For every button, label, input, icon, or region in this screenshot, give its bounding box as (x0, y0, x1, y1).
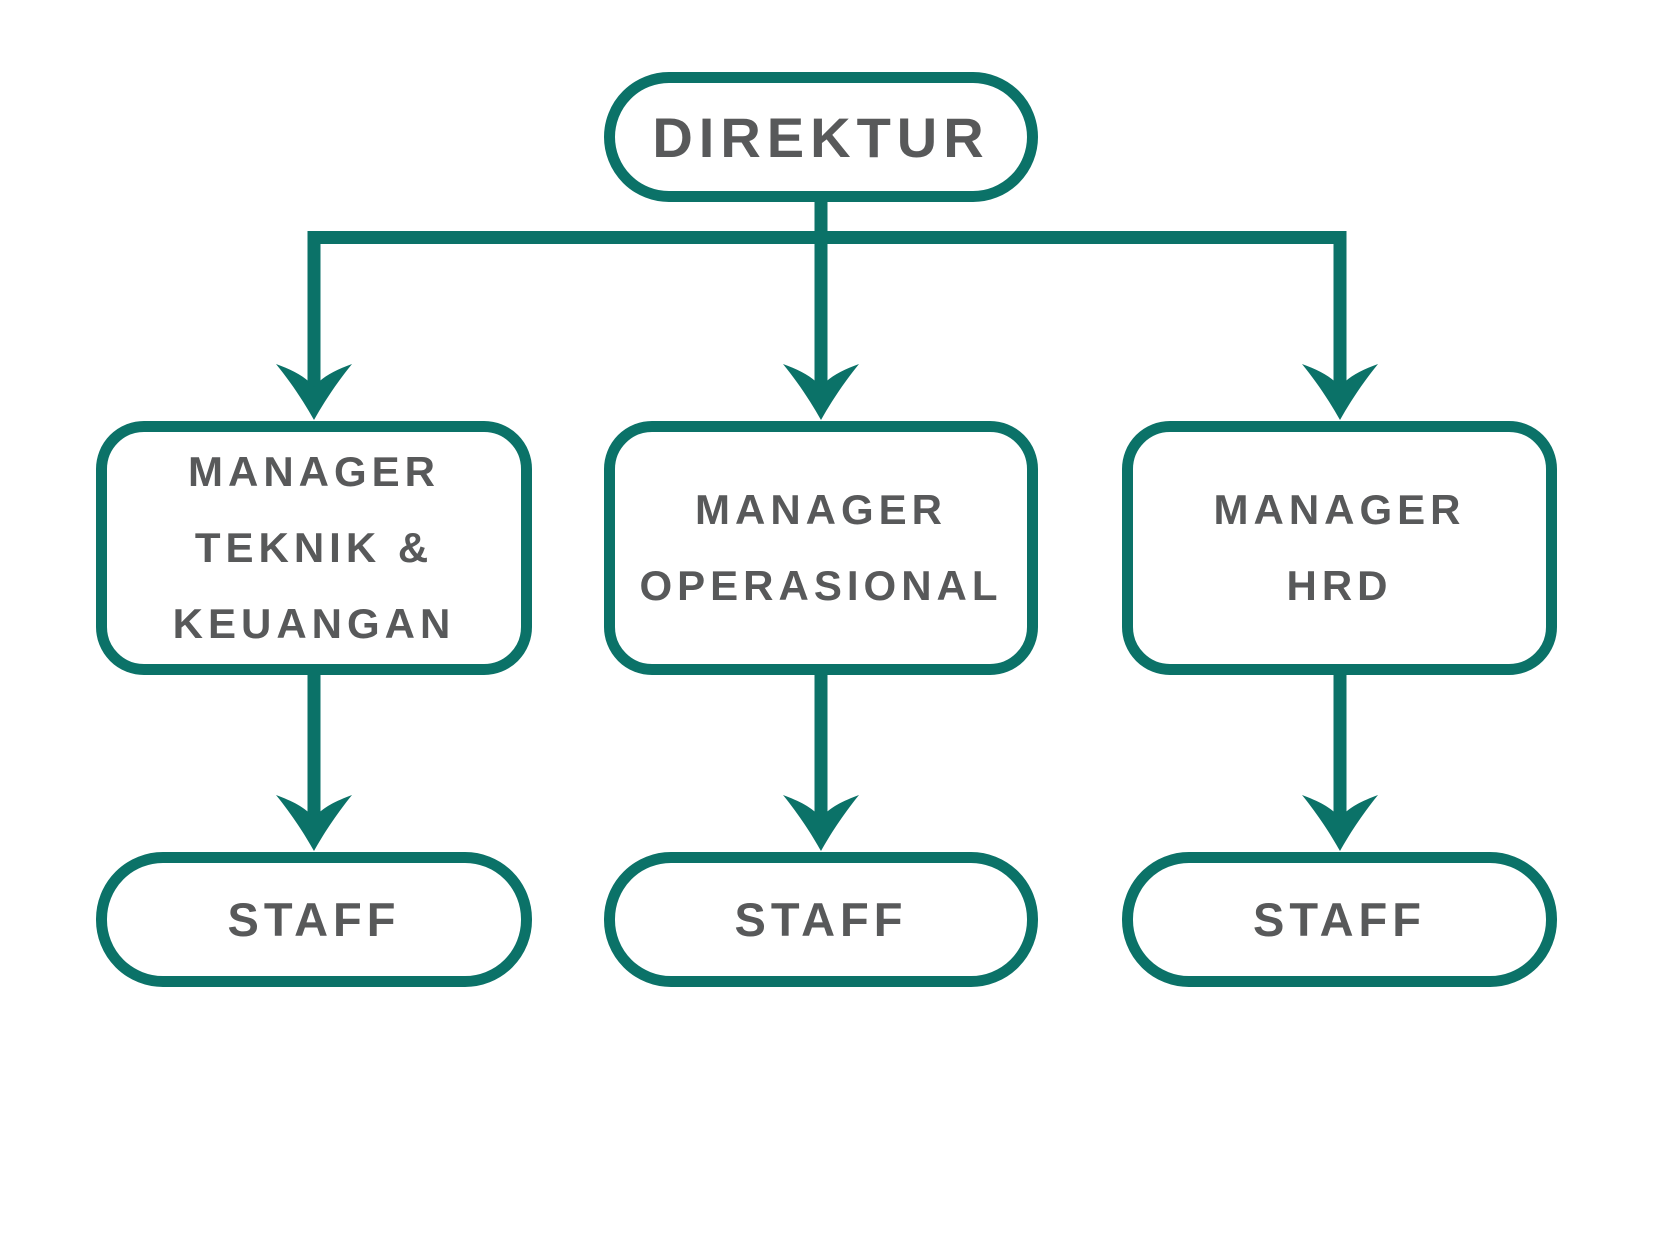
node-staff-operasional-label: STAFF (734, 893, 908, 946)
node-direktur-label: DIREKTUR (652, 105, 990, 169)
node-manager-hrd: MANAGER HRD (1122, 421, 1557, 675)
node-manager-operasional: MANAGER OPERASIONAL (604, 421, 1038, 675)
node-manager-teknik-keuangan-label-line3: KEUANGAN (172, 600, 456, 647)
node-manager-teknik-keuangan-label-line2: TEKNIK & (194, 524, 434, 571)
node-manager-teknik-keuangan-label-line1: MANAGER (188, 448, 440, 495)
node-staff-hrd: STAFF (1122, 852, 1557, 987)
node-manager-teknik-keuangan: MANAGER TEKNIK & KEUANGAN (96, 421, 532, 675)
node-staff-operasional: STAFF (604, 852, 1038, 987)
node-staff-teknik: STAFF (96, 852, 532, 987)
node-manager-hrd-label-line1: MANAGER (1213, 486, 1466, 533)
node-staff-hrd-label: STAFF (1253, 893, 1426, 946)
node-manager-operasional-label-line2: OPERASIONAL (639, 562, 1003, 609)
node-manager-hrd-label-line2: HRD (1286, 562, 1393, 609)
node-manager-operasional-label-line1: MANAGER (695, 486, 947, 533)
node-staff-teknik-label: STAFF (227, 893, 401, 946)
node-direktur: DIREKTUR (604, 72, 1038, 202)
